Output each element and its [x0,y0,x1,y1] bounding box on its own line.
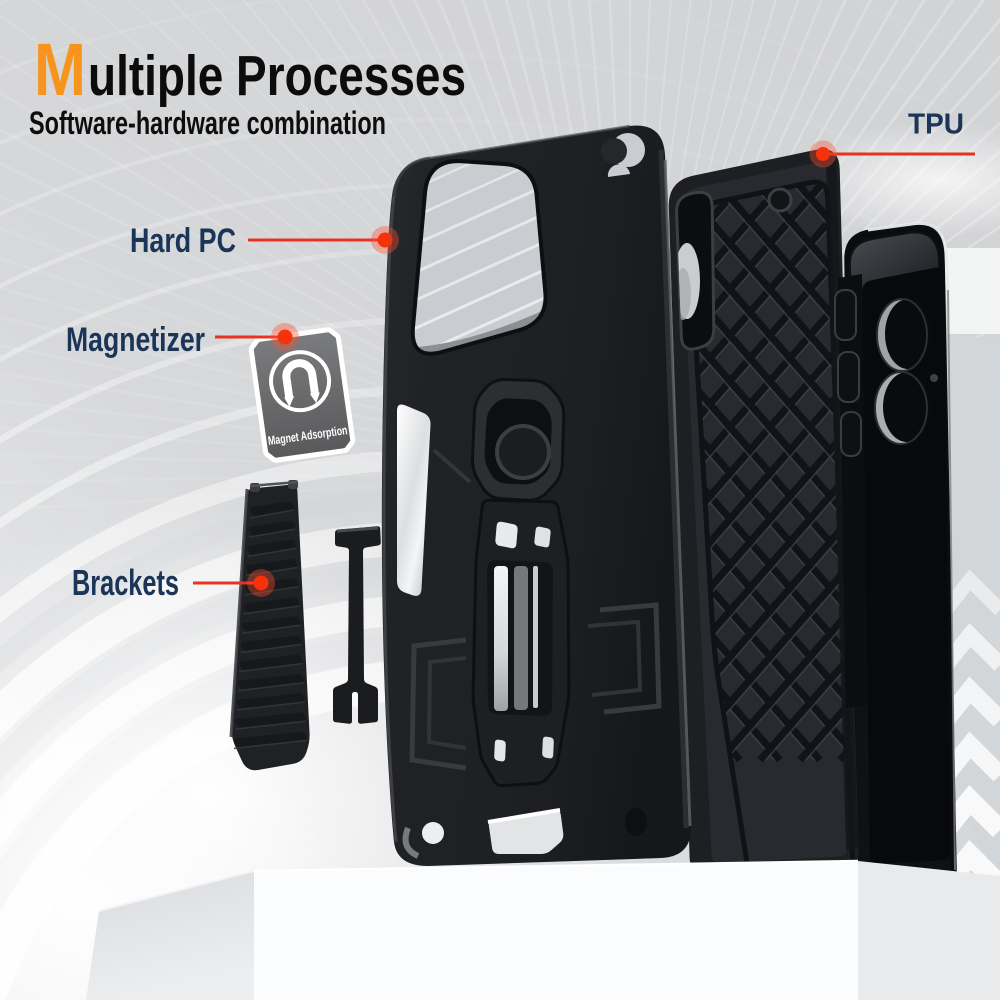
svg-text:Brackets: Brackets [72,562,179,603]
svg-text:M: M [34,28,86,111]
svg-text:Hard PC: Hard PC [130,222,236,260]
svg-text:Magnetizer: Magnetizer [66,321,205,359]
svg-text:Software-hardware combination: Software-hardware combination [29,105,386,141]
svg-text:TPU: TPU [908,109,964,141]
svg-text:ultiple Processes: ultiple Processes [88,44,466,108]
